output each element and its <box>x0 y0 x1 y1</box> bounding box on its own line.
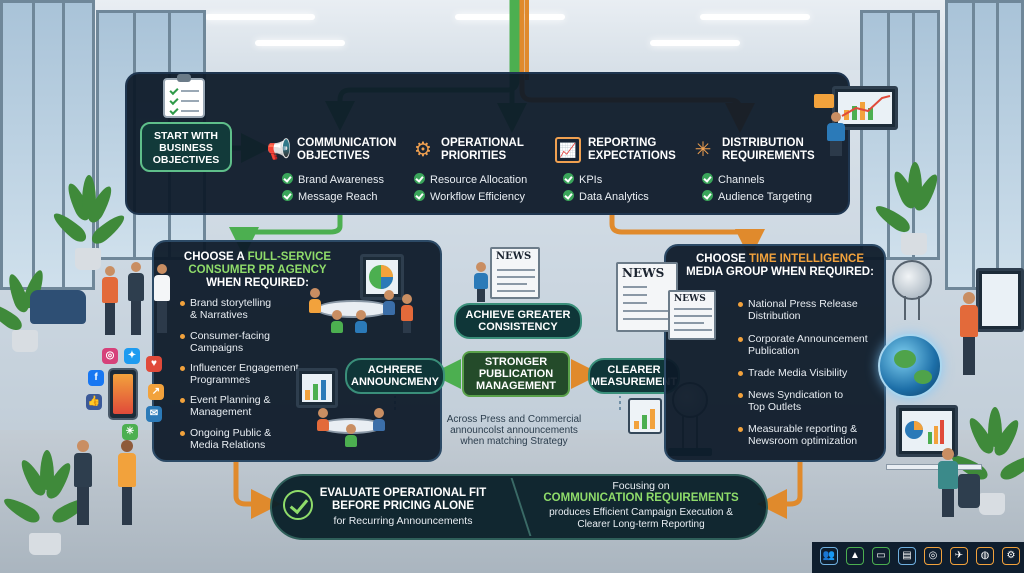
team-member-illustration <box>330 310 344 336</box>
reader-person-illustration <box>472 262 490 302</box>
heart-icon: ♥ <box>146 356 162 372</box>
team-member-illustration <box>354 310 368 336</box>
evaluate-fit-title: EVALUATE OPERATIONAL FIT BEFORE PRICING … <box>318 487 488 513</box>
newspaper-illustration: NEWS <box>668 290 716 340</box>
focus-subtitle: produces Efficient Campaign Execution & … <box>526 507 756 531</box>
media-bullet: Trade Media Visibility <box>748 367 847 379</box>
check-icon <box>702 190 713 201</box>
objective-item: Resource Allocation <box>414 173 527 186</box>
team-member-illustration <box>344 424 358 450</box>
share-icon: ↗ <box>148 384 164 400</box>
strategy-note: Across Press and Commercial announcolst … <box>430 414 598 447</box>
lounge-chair-illustration <box>30 290 86 324</box>
agency-bullet: Brand storytelling& Narratives <box>190 297 271 321</box>
objective-title: DISTRIBUTIONREQUIREMENTS <box>722 137 815 163</box>
objective-item: Brand Awareness <box>282 173 384 186</box>
clipboard-icon <box>163 78 205 118</box>
dish-stand <box>904 296 920 320</box>
check-icon <box>414 190 425 201</box>
objective-item: Workflow Efficiency <box>414 190 525 203</box>
desk-illustration <box>886 464 982 470</box>
chart-icon: ▲ <box>846 547 864 565</box>
dashboard-chart-illustration <box>902 412 952 450</box>
objective-item: KPIs <box>563 173 602 186</box>
document-icon: ▤ <box>898 547 916 565</box>
globe-icon <box>878 334 942 398</box>
gear-icon: ⚙ <box>410 137 436 163</box>
objective-item: Channels <box>702 173 764 186</box>
business-person-illustration <box>72 440 94 526</box>
objective-item: Message Reach <box>282 190 378 203</box>
objective-item: Audience Targeting <box>702 190 812 203</box>
like-icon: 👍 <box>86 394 102 410</box>
bar-chart-illustration <box>302 376 332 402</box>
checkmark-circle-icon <box>283 490 313 520</box>
standing-person-illustration <box>958 292 980 376</box>
team-member-illustration <box>400 294 414 334</box>
target-icon: ◎ <box>924 547 942 565</box>
standing-person-illustration <box>126 262 146 336</box>
team-icon: 👥 <box>820 547 838 565</box>
team-member-illustration <box>372 408 386 438</box>
office-chair-illustration <box>958 474 980 508</box>
instagram-icon: ◎ <box>102 348 118 364</box>
start-line: BUSINESS <box>142 142 230 154</box>
focus-prefix: Focusing on <box>526 480 756 492</box>
media-group-title: CHOOSE TIME INTELLIGENCE MEDIA GROUP WHE… <box>680 253 880 279</box>
media-bullet: Measurable reporting &Newsroom optimizat… <box>748 423 857 447</box>
settings-icon: ⚙ <box>1002 547 1020 565</box>
megaphone-icon: 📢 <box>266 137 292 163</box>
dashboard-monitor-illustration <box>976 268 1024 332</box>
standing-person-illustration <box>100 266 120 336</box>
start-line: START WITH <box>142 130 230 142</box>
chart-icon: 📈 <box>555 137 581 163</box>
check-icon <box>414 173 425 184</box>
check-icon <box>702 173 713 184</box>
check-icon <box>282 190 293 201</box>
check-icon <box>563 190 574 201</box>
monitor-icon: ▭ <box>872 547 890 565</box>
team-member-illustration <box>316 408 330 438</box>
facebook-icon: f <box>88 370 104 386</box>
communication-requirements-title: COMMUNICATION REQUIREMENTS <box>526 492 756 504</box>
satellite-dish-icon <box>892 260 932 300</box>
analyst-person-illustration <box>824 112 848 156</box>
network-icon: ✳ <box>690 137 716 163</box>
twitter-icon: ✦ <box>124 348 140 364</box>
check-icon <box>563 173 574 184</box>
newspaper-illustration: NEWS <box>490 247 540 299</box>
chat-icon: ✉ <box>146 406 162 422</box>
standing-person-illustration <box>152 264 172 334</box>
smartphone-screen <box>113 374 133 414</box>
team-member-illustration <box>382 290 396 326</box>
presentation-board-icon <box>814 94 834 108</box>
business-person-illustration <box>116 440 138 526</box>
globe-icon: ◍ <box>976 547 994 565</box>
team-member-illustration <box>308 288 322 324</box>
evaluate-fit-subtitle: for Recurring Announcements <box>318 515 488 527</box>
network-icon: ✳ <box>122 424 138 440</box>
pie-chart-illustration <box>366 262 396 292</box>
growth-chart-illustration <box>628 398 662 434</box>
start-business-objectives-box: START WITH BUSINESS OBJECTIVES <box>140 122 232 172</box>
agency-bullet: Ongoing Public &Media Relations <box>190 427 271 451</box>
consumer-pr-agency-title: CHOOSE A FULL-SERVICE CONSUMER PR AGENCY… <box>170 251 345 290</box>
check-icon <box>282 173 293 184</box>
agency-bullet: Event Planning &Management <box>190 394 271 418</box>
start-line: OBJECTIVES <box>142 154 230 166</box>
objective-item: Data Analytics <box>563 190 649 203</box>
desk-worker-illustration <box>936 448 960 518</box>
satellite-icon: ✈ <box>950 547 968 565</box>
